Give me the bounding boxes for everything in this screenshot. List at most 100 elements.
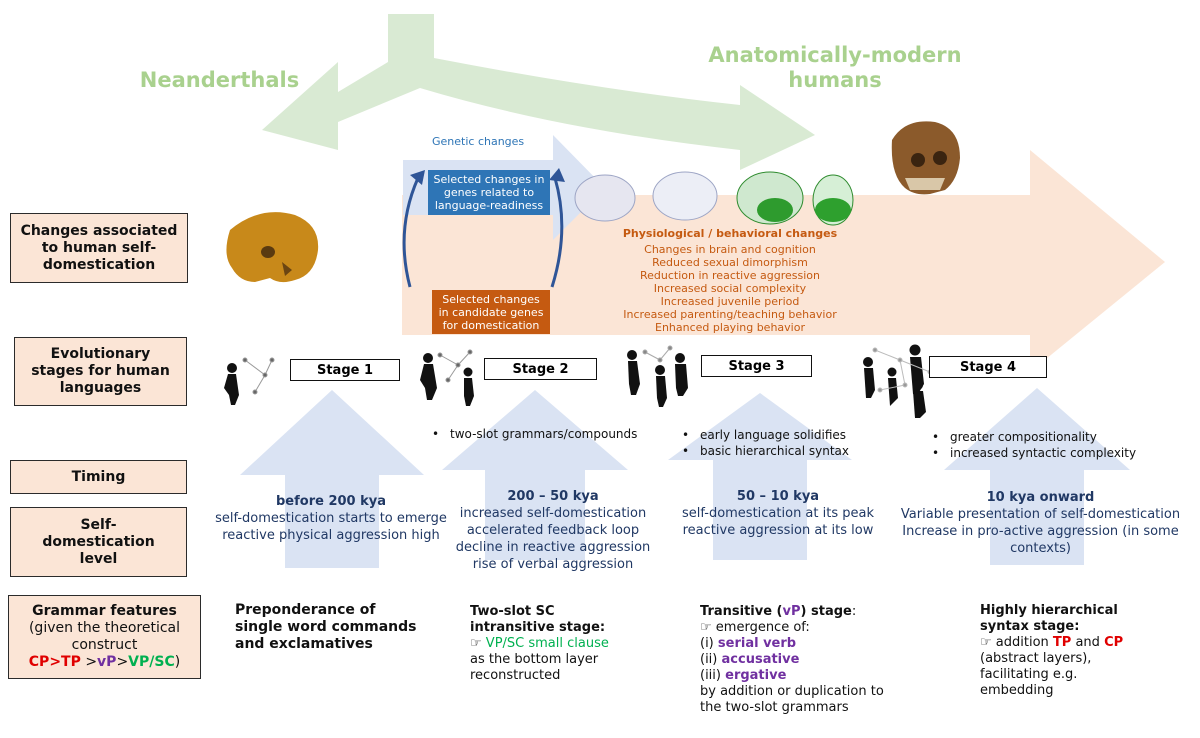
grammar-text: (iii) — [700, 668, 721, 683]
grammar-line: ☞ VP/SC small clause — [470, 636, 609, 652]
grammar-small-clause: VP/SC small clause — [485, 636, 609, 651]
neanderthal-skull-icon — [226, 212, 319, 283]
grammar-line: ☞ emergence of: — [700, 620, 810, 635]
curved-arrow-right — [550, 177, 564, 288]
timing-head: 200 – 50 kya — [507, 489, 599, 504]
stage-2-bullets: two-slot grammars/compounds — [432, 426, 637, 442]
grammar-text: (i) — [700, 636, 714, 651]
timing-stage-3: 50 – 10 kya self-domestication at its pe… — [668, 488, 888, 539]
grammar-gt: > — [49, 654, 62, 670]
orange-box-line: in candidate genes — [438, 305, 544, 319]
grammar-line: Highly hierarchical — [980, 603, 1118, 618]
stage-2-figures — [420, 349, 474, 406]
row-label-line: to human self- — [41, 239, 157, 256]
row-label-changes: Changes associated to human self- domest… — [10, 213, 188, 283]
grammar-stage-3: Transitive (vP) stage: ☞ emergence of: (… — [700, 604, 884, 716]
timing-line: Variable presentation of self-domesticat… — [900, 507, 1181, 522]
title-modern-humans-line2: humans — [788, 68, 882, 92]
orange-box-line: Selected changes — [442, 292, 540, 306]
row-label-line: level — [79, 550, 118, 567]
curved-arrow-left-head — [410, 170, 425, 185]
physiological-item: Increased parenting/teaching behavior — [623, 308, 837, 321]
green-split-arrow — [262, 14, 815, 170]
grammar-line: Two-slot SC — [470, 604, 555, 619]
grammar-gt: > — [85, 654, 98, 670]
grammar-construct: CP>TP >vP>VP/SC) — [9, 654, 200, 671]
physiological-title: Physiological / behavioral changes — [622, 227, 838, 240]
grammar-paren: ) — [174, 654, 181, 670]
stage-1-box: Stage 1 — [290, 359, 400, 381]
grammar-line: facilitating e.g. — [980, 667, 1078, 682]
timing-line: increased self-domestication — [459, 506, 647, 521]
grammar-ergative: ergative — [725, 668, 787, 683]
grammar-line: (abstract layers), — [980, 651, 1092, 666]
brain-icons — [574, 171, 854, 226]
row-label-stages: Evolutionary stages for human languages — [14, 337, 187, 406]
stage-3-bullets: early language solidifies basic hierarch… — [682, 427, 849, 459]
row-label-timing: Timing — [10, 460, 187, 494]
title-neanderthals: Neanderthals — [139, 68, 300, 92]
hand-pointer-icon: ☞ — [470, 636, 482, 651]
up-arrow-1 — [240, 390, 424, 568]
grammar-vpsc: VP/SC — [128, 654, 175, 670]
bullet-item: increased syntactic complexity — [932, 445, 1136, 461]
row-label-line: domestication — [42, 533, 155, 550]
physiological-item: Increased social complexity — [653, 282, 807, 295]
grammar-line: Preponderance of — [235, 602, 376, 618]
stage-4-box: Stage 4 — [929, 356, 1047, 378]
grammar-accusative: accusative — [721, 652, 800, 667]
grammar-stage-2: Two-slot SC intransitive stage: ☞ VP/SC … — [470, 604, 609, 684]
bullet-item: greater compositionality — [932, 429, 1136, 445]
grammar-title: Grammar features — [32, 603, 177, 619]
grammar-line: reconstructed — [470, 668, 561, 683]
physiological-list: Changes in brain and cognition Reduced s… — [580, 243, 880, 334]
row-label-line: Changes associated — [20, 222, 178, 239]
grammar-gt: > — [116, 654, 129, 670]
physiological-item: Enhanced playing behavior — [655, 321, 805, 334]
timing-stage-4: 10 kya onward Variable presentation of s… — [888, 489, 1193, 557]
timing-line: rise of verbal aggression — [472, 557, 634, 572]
grammar-stage-1: Preponderance of single word commands an… — [235, 602, 417, 653]
timing-line: accelerated feedback loop — [466, 523, 640, 538]
grammar-line: as the bottom layer — [470, 652, 599, 667]
blue-box-line: Selected changes in — [433, 173, 545, 186]
timing-head: 10 kya onward — [986, 490, 1095, 505]
row-label-line: Self- — [80, 516, 117, 533]
grammar-sub1: (given the theoretical — [28, 620, 181, 636]
row-label-line: stages for human — [31, 363, 170, 379]
grammar-text: : — [851, 604, 857, 619]
timing-line: reactive physical aggression high — [222, 528, 440, 543]
grammar-line: the two-slot grammars — [700, 700, 849, 715]
grammar-tp: TP — [61, 654, 81, 670]
grammar-line: single word commands — [235, 619, 417, 635]
grammar-text: ☞ addition — [980, 635, 1049, 650]
grammar-line: ☞ addition TP and CP — [980, 635, 1123, 651]
stage-4-figures — [863, 344, 933, 418]
physiological-item: Changes in brain and cognition — [644, 243, 816, 256]
blue-box-line: genes related to — [443, 186, 535, 199]
stage-3-figures — [627, 345, 688, 407]
timing-stage-2: 200 – 50 kya increased self-domesticatio… — [440, 488, 666, 573]
bullet-item: basic hierarchical syntax — [682, 443, 849, 459]
timing-head: 50 – 10 kya — [736, 489, 820, 504]
bullet-item: early language solidifies — [682, 427, 849, 443]
modern-skull-icon — [891, 121, 960, 195]
title-modern-humans: Anatomically-modern humans — [690, 43, 980, 93]
genetic-changes-label: Genetic changes — [432, 135, 525, 148]
language-readiness-box: Selected changes in genes related to lan… — [428, 170, 550, 215]
blue-box-line: language-readiness — [434, 199, 544, 212]
row-label-line: domestication — [42, 256, 156, 273]
grammar-vp-text: vP — [782, 604, 801, 619]
grammar-line: intransitive stage: — [470, 620, 606, 635]
stage-1-figures — [224, 357, 275, 405]
row-label-line: Evolutionary — [50, 346, 151, 362]
timing-line: decline in reactive aggression — [455, 540, 651, 555]
grammar-sub2: construct — [71, 637, 138, 653]
timing-line: reactive aggression at its low — [682, 523, 874, 538]
stage-2-box: Stage 2 — [484, 358, 597, 380]
grammar-line: Transitive (vP) stage: — [700, 604, 884, 620]
timing-line: Increase in pro-active aggression (in so… — [902, 524, 1179, 539]
grammar-text: (ii) — [700, 652, 718, 667]
grammar-line: (ii) accusative — [700, 652, 884, 668]
grammar-line: (i) serial verb — [700, 636, 884, 652]
